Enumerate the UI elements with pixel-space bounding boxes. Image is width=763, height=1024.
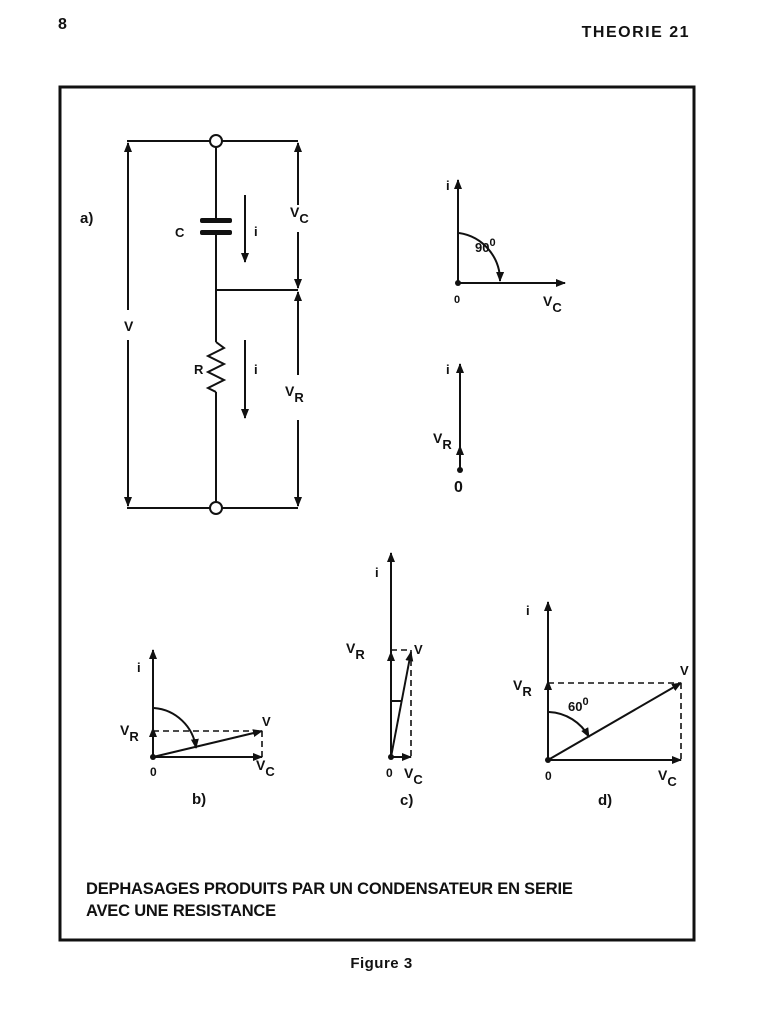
vc-label: VC xyxy=(290,204,309,226)
section-title: THEORIE 21 xyxy=(582,24,690,41)
current-label: i xyxy=(254,224,258,239)
phasor-panel-c: i VR V 0 VC c) xyxy=(346,552,423,809)
capacitor-label: C xyxy=(175,225,185,240)
capacitor-plate xyxy=(200,218,232,223)
page-number: 8 xyxy=(58,16,67,33)
angle-label: 600 xyxy=(568,696,589,714)
angle-arc xyxy=(458,232,505,282)
panel-b-label: b) xyxy=(192,791,206,808)
phasor-panel-d: i VR 600 V 0 VC d) xyxy=(513,601,689,809)
top-terminal xyxy=(209,134,223,148)
capacitor-plate xyxy=(200,230,232,235)
vc-label: VC xyxy=(543,293,562,315)
figure-title: Figure 3 xyxy=(350,955,413,972)
v-label: V xyxy=(414,642,423,657)
vr-label: VR xyxy=(433,430,452,452)
origin-label: 0 xyxy=(454,294,460,306)
circuit-diagram: a) C i i R V VC VR xyxy=(80,134,309,515)
vc-label: VC xyxy=(658,767,677,789)
v-label: V xyxy=(680,663,689,678)
panel-c-label: c) xyxy=(400,792,413,809)
origin-label: 0 xyxy=(150,765,157,779)
angle-label: 900 xyxy=(475,237,496,255)
origin-label: 0 xyxy=(386,766,393,780)
origin-label: 0 xyxy=(545,769,552,783)
voltage-label: V xyxy=(124,318,134,334)
phasor-capacitor: i 0 VC 900 xyxy=(446,178,566,315)
v-label: V xyxy=(262,714,271,729)
origin-label: 0 xyxy=(454,479,463,496)
i-label: i xyxy=(137,660,141,675)
phasor-panel-b: i VR V 0 VC b) xyxy=(120,649,275,808)
resistor-symbol xyxy=(205,341,227,393)
vr-label: VR xyxy=(120,722,139,744)
panel-d-label: d) xyxy=(598,792,612,809)
figure-caption-line-1: DEPHASAGES PRODUITS PAR UN CONDENSATEUR … xyxy=(86,880,573,898)
figure-frame xyxy=(58,85,696,942)
vr-label: VR xyxy=(346,640,365,662)
i-label: i xyxy=(375,565,379,580)
vr-label: VR xyxy=(285,383,304,405)
resistor-label: R xyxy=(194,362,204,377)
bottom-terminal xyxy=(209,501,223,515)
i-label: i xyxy=(446,362,450,377)
phasor-resistor: i VR 0 xyxy=(433,362,464,496)
vc-label: VC xyxy=(404,765,423,787)
vr-label: VR xyxy=(513,677,532,699)
i-label: i xyxy=(526,603,530,618)
current-label: i xyxy=(254,362,258,377)
i-label: i xyxy=(446,178,450,193)
panel-a-label: a) xyxy=(80,210,93,227)
vc-label: VC xyxy=(256,757,275,779)
figure-caption-line-2: AVEC UNE RESISTANCE xyxy=(86,902,276,920)
